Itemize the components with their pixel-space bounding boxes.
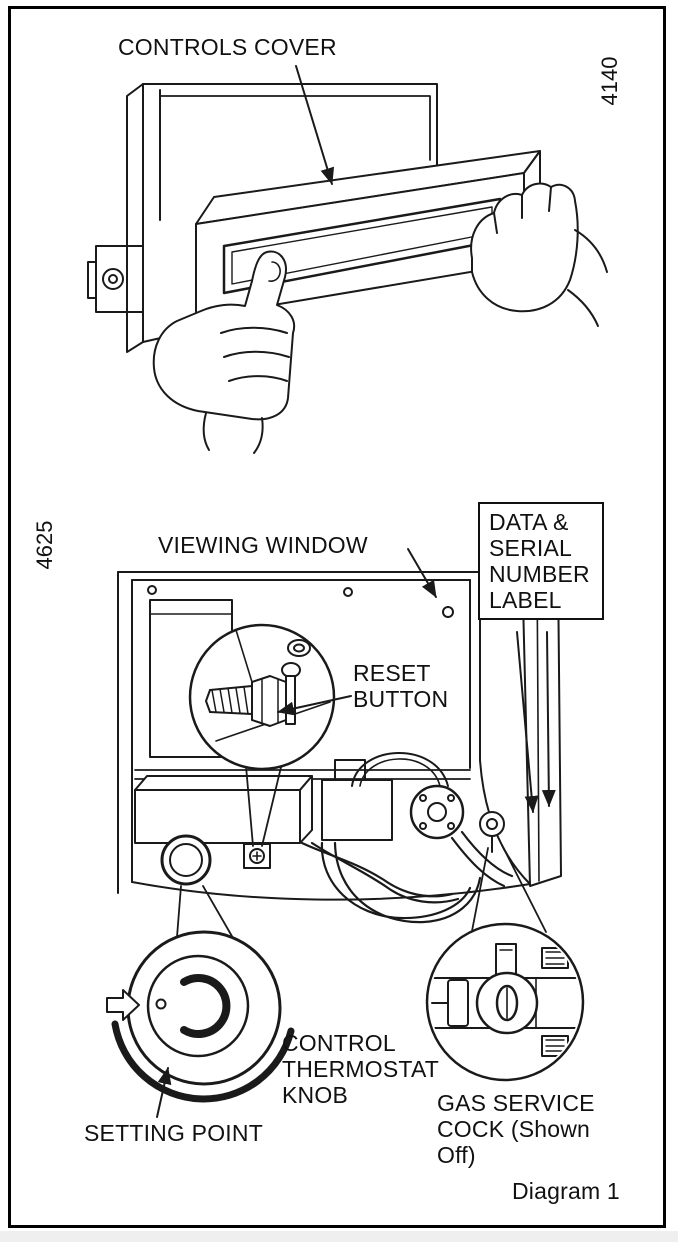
data-serial-number-label: DATA & SERIAL NUMBER LABEL xyxy=(478,502,604,620)
viewing-window-hole xyxy=(442,606,454,618)
gas-cock-magnifier xyxy=(425,844,585,1082)
cables xyxy=(300,830,514,924)
control-thermostat-knob-label: CONTROL THERMOSTAT KNOB xyxy=(282,1030,440,1108)
control-panel xyxy=(134,775,313,886)
gas-cock-in-place xyxy=(479,811,505,837)
viewing-window-label: VIEWING WINDOW xyxy=(158,532,368,558)
setting-point-arrow xyxy=(156,1067,172,1118)
gas-service-cock-label: GAS SERVICE COCK (Shown Off) xyxy=(437,1090,595,1168)
controls-cover-arrow xyxy=(295,65,335,185)
left-hand xyxy=(152,250,296,454)
page-edge xyxy=(0,1231,678,1242)
gas-cock-detail xyxy=(430,943,579,1057)
reset-button-arrow xyxy=(277,695,352,716)
reset-button-label: RESET BUTTON xyxy=(353,660,449,712)
reset-button-magnifier xyxy=(188,623,336,847)
figure-border xyxy=(8,6,666,1228)
data-label-arrow-2 xyxy=(541,631,556,807)
setting-point-label: SETTING POINT xyxy=(84,1120,263,1146)
figure-number-bottom: 4625 xyxy=(32,520,57,570)
gas-valve-assembly xyxy=(321,752,505,853)
thermostat-knob-face xyxy=(146,954,250,1058)
thermostat-knob-magnifier xyxy=(106,885,295,1103)
right-hand xyxy=(470,182,608,327)
controls-cover-label: CONTROLS COVER xyxy=(118,34,337,60)
controls-cover-illustration xyxy=(87,65,608,454)
controls-area-illustration xyxy=(106,548,585,1118)
setting-scale-arc xyxy=(111,1020,295,1103)
viewing-window-arrow xyxy=(407,548,437,598)
data-label-arrow-1 xyxy=(516,631,539,813)
diagram-caption: Diagram 1 xyxy=(512,1178,620,1204)
figure-number-top: 4140 xyxy=(597,56,622,106)
setting-point-arrow-icon xyxy=(106,989,140,1021)
